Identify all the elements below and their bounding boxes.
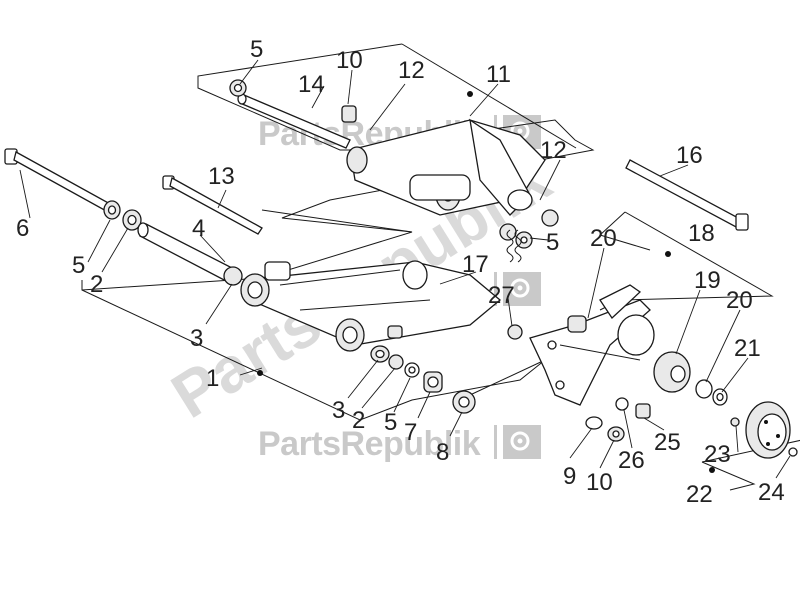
callout-labels: 1 2 2 3 3 4 5 5 5 5 6 7 8 9 10 10 11 12 … <box>16 36 785 508</box>
part-23-screw <box>730 417 740 427</box>
callout-10: 10 <box>336 47 363 74</box>
part-26-washer <box>615 397 629 411</box>
part-4-spacer-tube <box>137 222 243 286</box>
part-10-collar-top <box>341 105 357 123</box>
callout-19: 19 <box>694 267 721 294</box>
callout-5: 5 <box>250 36 263 63</box>
callout-5: 5 <box>72 252 85 279</box>
part-19-bushing <box>653 351 691 393</box>
assembly-dots <box>257 91 715 473</box>
callout-26: 26 <box>618 447 645 474</box>
part-2-bushing-left <box>122 209 142 231</box>
part-9-washer <box>585 416 603 430</box>
callout-23: 23 <box>704 441 731 468</box>
part-11-upper-arm <box>346 118 546 216</box>
part-3-bushing-lower <box>370 345 390 363</box>
part-22-hub <box>745 401 791 459</box>
part-24-screw <box>788 447 798 457</box>
callout-6: 6 <box>16 215 29 242</box>
gear-icon <box>503 425 541 459</box>
callout-5: 5 <box>546 229 559 256</box>
gear-icon <box>503 272 541 306</box>
watermark-bottom-text: PartsRepublik <box>258 425 481 463</box>
leader-lines <box>19 59 791 479</box>
callout-24: 24 <box>758 479 785 506</box>
part-8-nut <box>452 390 476 414</box>
part-3-bushing-small <box>387 325 403 339</box>
part-5-washer-top <box>229 79 247 97</box>
callout-2: 2 <box>352 407 365 434</box>
callout-8: 8 <box>436 439 449 466</box>
part-6-long-bolt <box>4 148 113 213</box>
callout-20: 20 <box>726 287 753 314</box>
part-2-bushing-lower <box>388 354 404 370</box>
part-20-washer <box>695 379 713 399</box>
callout-14: 14 <box>298 71 325 98</box>
part-5-washer-left <box>103 200 121 220</box>
callout-22: 22 <box>686 481 713 508</box>
watermark-bottom: PartsRepublik <box>258 425 541 463</box>
callout-3: 3 <box>332 397 345 424</box>
callout-16: 16 <box>676 142 703 169</box>
callout-12: 12 <box>398 57 425 84</box>
callout-7: 7 <box>404 419 417 446</box>
callout-1: 1 <box>206 365 219 392</box>
part-5-washer-lower <box>404 362 420 378</box>
callout-27: 27 <box>488 282 515 309</box>
callout-13: 13 <box>208 163 235 190</box>
part-21-washer <box>712 388 728 406</box>
callout-5: 5 <box>384 409 397 436</box>
part-1-swinging-arm <box>240 260 502 352</box>
part-17-spring <box>506 229 522 263</box>
callout-12: 12 <box>540 137 567 164</box>
callout-3: 3 <box>190 325 203 352</box>
assembly-brackets <box>81 43 800 491</box>
callout-18: 18 <box>688 220 715 247</box>
callout-25: 25 <box>654 429 681 456</box>
part-7-spacer <box>423 371 443 393</box>
callout-17: 17 <box>462 251 489 278</box>
part-18-bracket <box>529 284 655 406</box>
part-13-bolt <box>162 175 263 235</box>
callout-9: 9 <box>563 463 576 490</box>
callout-21: 21 <box>734 335 761 362</box>
part-25-bolt <box>635 403 651 419</box>
part-10-nut-bottom <box>607 426 625 442</box>
part-12-bushing <box>541 209 559 227</box>
callout-20: 20 <box>590 225 617 252</box>
callout-11: 11 <box>486 61 511 88</box>
part-16-long-pin <box>625 159 749 231</box>
callout-4: 4 <box>192 215 205 242</box>
part-27-nut <box>507 324 523 340</box>
callout-10: 10 <box>586 469 613 496</box>
callout-2: 2 <box>90 271 103 298</box>
